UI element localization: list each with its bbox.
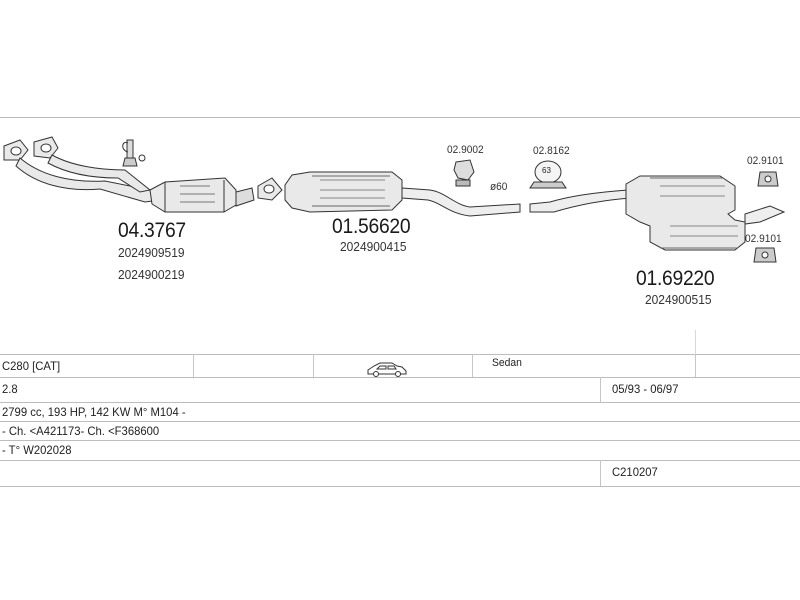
table-col-divider	[193, 354, 194, 377]
pipe-diameter-label: ø60	[490, 181, 508, 193]
rear-pipe-tube	[529, 189, 633, 213]
table-row-divider	[0, 460, 800, 461]
lambda-sensor	[122, 139, 146, 167]
oem-number: 2024900515	[645, 292, 712, 307]
rear-silencer	[625, 175, 786, 251]
hanger-02-9101-bottom	[753, 247, 777, 263]
center-silencer	[284, 171, 521, 217]
vehicle-type: - T° W202028	[2, 443, 72, 457]
table-col-divider	[313, 354, 314, 377]
table-row-divider	[0, 377, 800, 378]
top-border	[0, 117, 800, 118]
table-col-divider	[600, 377, 601, 402]
car-sedan-icon	[367, 362, 407, 377]
clamp-02-8162	[529, 160, 567, 189]
vehicle-model: C280 [CAT]	[2, 359, 61, 373]
part-number-hanger: 02.9101	[747, 155, 784, 167]
front-pipe-tube	[15, 157, 162, 203]
table-row-divider	[0, 440, 800, 441]
manifold-flange-right	[33, 136, 59, 159]
front-pipe-tube	[47, 154, 152, 193]
part-number-center-silencer: 01.56620	[332, 215, 411, 238]
vehicle-body: Sedan	[492, 357, 522, 369]
engine-size: 2.8	[2, 382, 18, 396]
chassis-range: - Ch. <A421173- Ch. <F368600	[2, 424, 160, 438]
table-bottom-border	[0, 486, 800, 487]
part-number-rear-silencer: 01.69220	[636, 267, 715, 290]
oem-number: 2024909519	[118, 245, 185, 260]
engine-specs: 2799 cc, 193 HP, 142 KW M° M104 -	[2, 405, 186, 419]
table-row-divider	[0, 402, 800, 403]
table-row-divider	[0, 421, 800, 422]
table-top-border	[0, 354, 800, 355]
tick-mark	[695, 330, 696, 354]
system-code: C210207	[612, 465, 658, 479]
table-col-divider	[472, 354, 473, 377]
catalytic-converter	[149, 177, 255, 213]
part-number-front-pipe: 04.3767	[118, 219, 186, 242]
part-number-clamp: 02.8162	[533, 145, 570, 157]
clamp-02-9002	[453, 159, 475, 187]
oem-number: 2024900415	[340, 239, 407, 254]
part-number-hanger: 02.9101	[745, 233, 782, 245]
clamp-size-badge: 63	[542, 166, 551, 175]
production-period: 05/93 - 06/97	[612, 382, 679, 396]
part-number-clamp: 02.9002	[447, 144, 484, 156]
table-col-divider	[695, 354, 696, 377]
hanger-02-9101-top	[757, 171, 779, 187]
oem-number: 2024900219	[118, 267, 185, 282]
manifold-flange-left	[3, 139, 29, 161]
connecting-flange	[257, 177, 283, 201]
table-col-divider	[600, 460, 601, 486]
